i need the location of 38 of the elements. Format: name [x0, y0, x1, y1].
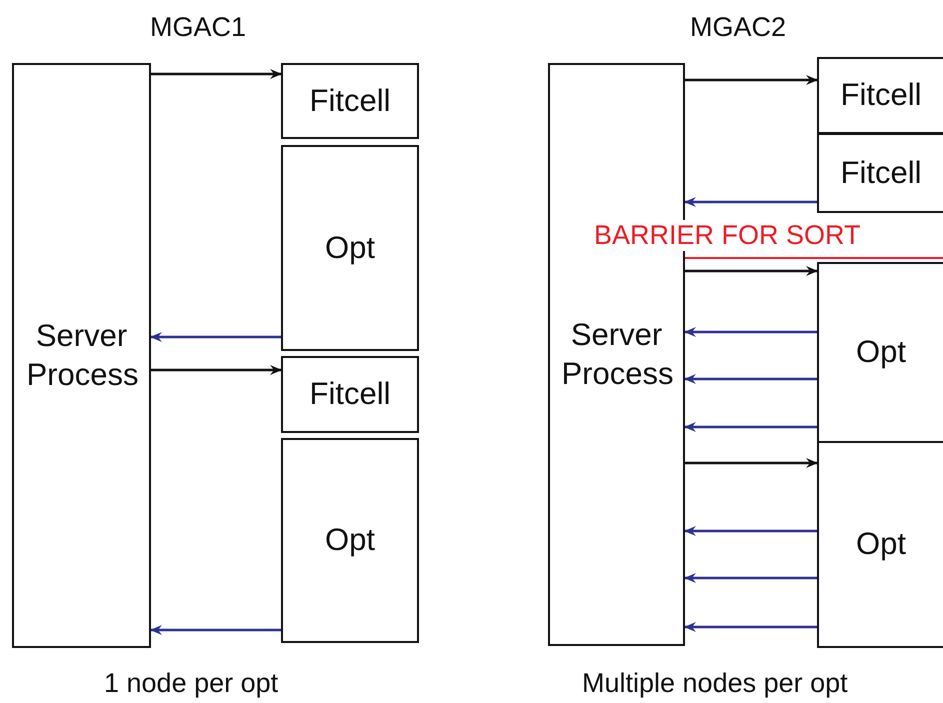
node-label: Fitcell: [310, 375, 390, 414]
task-box: [281, 438, 419, 643]
node-label: Fitcell: [840, 154, 922, 192]
arrow: [684, 422, 817, 432]
task-box: [281, 145, 419, 351]
node-label: Opt: [856, 525, 906, 564]
arrow: [150, 332, 281, 342]
task-box: [817, 133, 943, 213]
arrow: [685, 266, 818, 276]
panel-title: MGAC1: [150, 12, 246, 43]
node-label: Fitcell: [840, 76, 922, 114]
node-label: Fitcell: [310, 82, 390, 120]
task-box: [281, 63, 419, 139]
task-box: [817, 441, 943, 648]
panel-title: MGAC2: [690, 12, 786, 43]
task-box: [281, 356, 419, 433]
arrow: [684, 573, 817, 583]
arrow: [685, 75, 818, 85]
arrow: [151, 365, 282, 375]
task-box: [817, 57, 943, 134]
caption: 1 node per opt: [104, 668, 278, 699]
node-label: Server Process: [26, 316, 136, 394]
arrow: [684, 197, 817, 207]
task-box: [817, 262, 943, 443]
node-label: Server Process: [562, 316, 672, 392]
node-label: Opt: [325, 228, 375, 267]
arrow: [684, 622, 817, 632]
process-box: [12, 63, 151, 648]
node-label: Opt: [325, 521, 375, 560]
node-label: Opt: [856, 333, 906, 372]
arrow: [684, 374, 817, 384]
barrier-label: BARRIER FOR SORT: [594, 220, 861, 251]
arrow: [684, 327, 817, 337]
arrow: [150, 625, 281, 635]
caption: Multiple nodes per opt: [582, 668, 848, 699]
arrow: [151, 69, 282, 79]
arrow: [684, 526, 817, 536]
arrow: [685, 458, 818, 468]
